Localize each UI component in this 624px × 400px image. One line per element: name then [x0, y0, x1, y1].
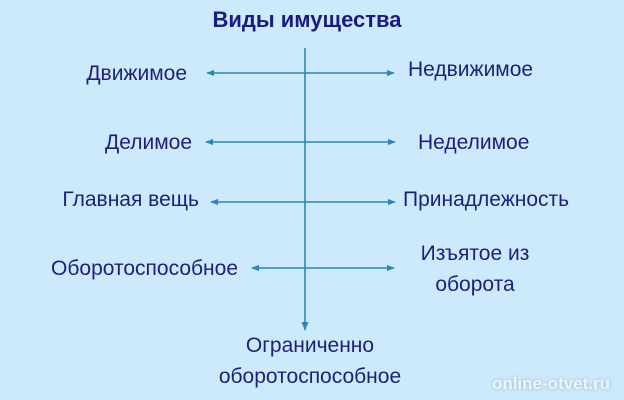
label-accessory: Принадлежность	[403, 188, 570, 211]
label-restricted-line1: Ограниченно	[245, 334, 375, 357]
watermark: online-otvet.ru	[491, 374, 610, 393]
label-principal-thing: Главная вещь	[62, 188, 199, 211]
label-restricted-line2: оборотоспособное	[218, 365, 402, 388]
label-immovable: Недвижимое	[408, 58, 534, 81]
label-divisible: Делимое	[105, 131, 192, 154]
label-circulable: Оборотоспособное	[51, 257, 238, 280]
diagram-title: Виды имущества	[212, 7, 402, 32]
label-withdrawn-line2: оборота	[435, 273, 515, 296]
label-indivisible: Неделимое	[418, 131, 530, 154]
label-withdrawn-line1: Изъятое из	[420, 242, 530, 265]
label-movable: Движимое	[86, 62, 187, 85]
